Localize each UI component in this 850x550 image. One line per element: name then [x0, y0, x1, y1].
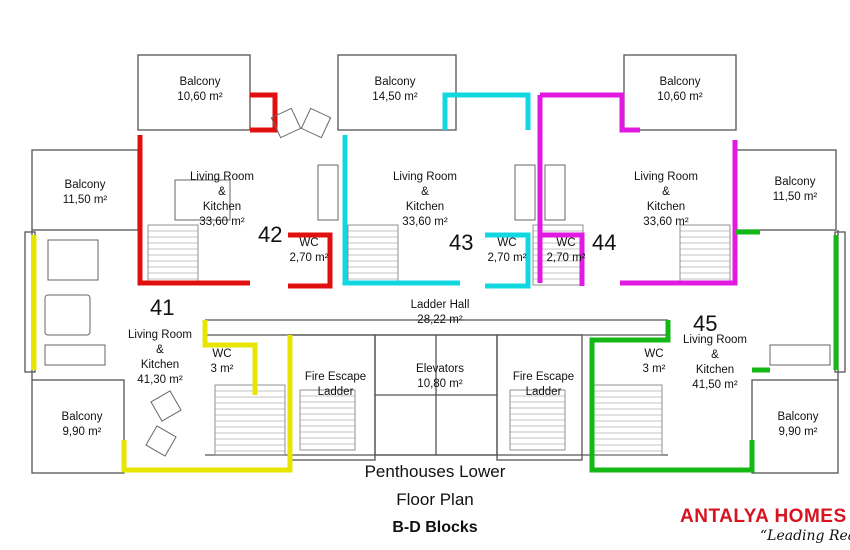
unit-45-walls: [589, 229, 839, 473]
sofa-41: [47, 239, 99, 281]
armchair-icon: [145, 425, 177, 457]
armchair-icon: [270, 107, 302, 139]
unit-44-walls: [537, 92, 738, 286]
kitchen-counter-41: [44, 344, 106, 366]
kitchen-counter-44: [544, 164, 566, 221]
plan-title-line3: B-D Blocks: [392, 519, 478, 536]
unit-number-42: 42: [258, 222, 283, 247]
armchair-icon: [300, 107, 332, 139]
unit-number-43: 43: [449, 230, 474, 255]
sofa-42: [174, 179, 231, 221]
unit-43-walls: [342, 92, 531, 289]
unit-number-45: 45: [693, 311, 718, 336]
balcony-outline-bottom-right: [751, 379, 839, 474]
brand-logo: ANTALYA HOMES: [680, 506, 847, 527]
unit-number-44: 44: [592, 230, 617, 255]
unit-41-walls: [31, 235, 293, 473]
stair-treads: [148, 230, 730, 452]
unit-number-41: 41: [150, 295, 175, 320]
plan-title-line2: Floor Plan: [396, 490, 474, 509]
armchair-icon: [150, 390, 182, 422]
kitchen-counter-42: [317, 164, 339, 221]
brand-slogan: “Leading Real Estate”: [760, 528, 850, 544]
kitchen-counter-43: [514, 164, 536, 221]
furniture: [44, 107, 831, 457]
balcony-outline-bottom-left: [31, 379, 125, 474]
fire-escape-right-outline: [496, 334, 583, 461]
dining-table-41: [44, 294, 91, 336]
kitchen-counter-45: [769, 344, 831, 366]
unit-42-walls: [137, 92, 333, 289]
plan-title-line1: Penthouses Lower: [364, 462, 506, 481]
